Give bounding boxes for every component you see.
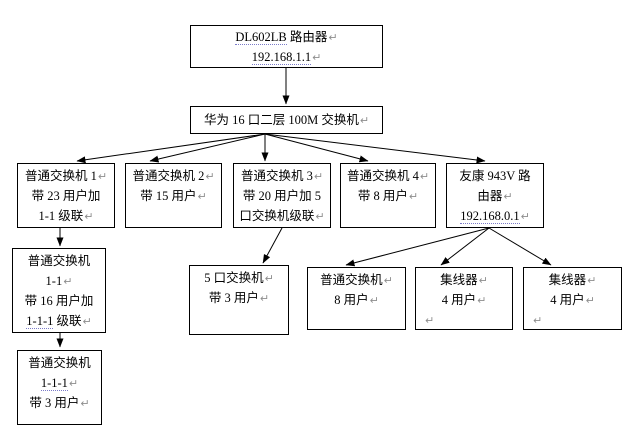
spellcheck-underlined-text: 1-1-1 [40, 376, 68, 391]
node-text-line: DL602LB 路由器↵ [235, 30, 338, 45]
line-break-mark-icon: ↵ [425, 314, 435, 327]
line-break-mark-icon: ↵ [478, 274, 488, 287]
edge-hw-switch-to-yk-router [264, 133, 486, 164]
line-break-mark-icon: ↵ [84, 210, 94, 223]
spellcheck-underlined-text: 192.168.0.1 [460, 209, 520, 224]
node-text-line: 由器↵ [477, 189, 513, 203]
line-break-mark-icon: ↵ [585, 294, 595, 307]
node-text-line: 192.168.0.1↵ [447, 206, 543, 226]
node-switch1: 普通交换机 1↵ 带 23 用户加 1-1 级联↵ [17, 163, 115, 228]
line-break-mark-icon: ↵ [520, 210, 530, 223]
node-text-line: 集线器↵ [548, 273, 597, 287]
line-break-mark-icon: ↵ [419, 170, 430, 183]
node-text-line: 普通交换机 2↵ [132, 169, 215, 183]
node-text-line: 带 16 用户加 [24, 294, 94, 308]
node-switch-8users: 普通交换机↵ 8 用户↵ [307, 267, 406, 330]
node-text-line: 1-1↵ [45, 274, 73, 288]
line-break-mark-icon: ↵ [205, 170, 215, 183]
line-break-mark-icon: ↵ [312, 51, 322, 64]
line-break-mark-icon: ↵ [369, 294, 379, 307]
line-break-mark-icon: ↵ [587, 274, 597, 287]
line-break-mark-icon: ↵ [197, 190, 207, 203]
line-break-mark-icon: ↵ [68, 377, 79, 390]
node-text-line: 普通交换机 [27, 254, 91, 268]
node-switch3: 普通交换机 3↵ 带 20 用户加 5 口交换机级联↵ [233, 163, 331, 228]
node-text-line: 普通交换机 4↵ [346, 169, 430, 183]
node-switch2: 普通交换机 2↵ 带 15 用户↵ [125, 163, 222, 228]
line-break-mark-icon: ↵ [313, 170, 324, 183]
node-text-line: 带 20 用户加 5 [242, 189, 322, 203]
node-switch1-1: 普通交换机 1-1↵ 带 16 用户加 1-1-1 级联↵ [12, 248, 106, 333]
node-text-line: 带 8 用户↵ [357, 189, 419, 203]
node-text-line: 口交换机级联↵ [239, 209, 325, 223]
line-break-mark-icon: ↵ [533, 314, 543, 327]
node-text-line: 1-1-1↵ [18, 373, 101, 393]
node-text-line: 1-1 级联↵ [38, 209, 94, 223]
line-break-mark-icon: ↵ [63, 275, 73, 288]
node-text-line: ↵ [416, 310, 512, 330]
node-text-line: 1-1-1 级联↵ [26, 314, 92, 329]
node-text-line: 普通交换机 3↵ [240, 169, 324, 183]
line-break-mark-icon: ↵ [82, 315, 92, 328]
node-text-line: 5 口交换机↵ [204, 271, 274, 285]
node-text-line: ↵ [524, 310, 621, 330]
line-break-mark-icon: ↵ [259, 292, 270, 305]
line-break-mark-icon: ↵ [328, 31, 338, 44]
node-text-line: 普通交换机 1↵ [24, 169, 108, 183]
line-break-mark-icon: ↵ [80, 397, 90, 410]
line-break-mark-icon: ↵ [359, 114, 370, 127]
edge-yk-router-to-hub1 [440, 227, 490, 266]
node-text-line: 带 23 用户加 [31, 189, 101, 203]
edge-yk-router-to-switch-8users [345, 227, 490, 267]
line-break-mark-icon: ↵ [477, 294, 487, 307]
edge-hw-switch-to-switch4 [264, 133, 369, 163]
edge-switch3-to-port5-switch [262, 227, 283, 264]
spellcheck-underlined-text: 1-1-1 [26, 314, 54, 329]
node-text-line: 带 3 用户↵ [29, 396, 90, 410]
node-text-line: 4 用户↵ [550, 293, 595, 307]
node-text-line: 带 15 用户↵ [140, 189, 207, 203]
line-break-mark-icon: ↵ [264, 272, 274, 285]
node-switch4: 普通交换机 4↵ 带 8 用户↵ [340, 163, 436, 228]
node-text-line: 4 用户↵ [441, 293, 487, 307]
node-text-line: 192.168.1.1↵ [191, 47, 382, 67]
line-break-mark-icon: ↵ [503, 190, 513, 203]
node-text-line: 华为 16 口二层 100M 交换机↵ [203, 113, 370, 127]
node-text-line: 8 用户↵ [334, 293, 379, 307]
node-hw-switch: 华为 16 口二层 100M 交换机↵ [190, 106, 383, 134]
node-port5-switch: 5 口交换机↵ 带 3 用户↵ [189, 265, 289, 335]
node-text-line: 集线器↵ [440, 273, 488, 287]
node-yk-router: 友康 943V 路由器↵192.168.0.1↵ [446, 163, 544, 228]
line-break-mark-icon: ↵ [315, 210, 325, 223]
node-router: DL602LB 路由器↵192.168.1.1↵ [190, 25, 383, 68]
node-text-line: 带 3 用户↵ [208, 291, 270, 305]
line-break-mark-icon: ↵ [97, 170, 108, 183]
line-break-mark-icon: ↵ [383, 274, 393, 287]
edge-hw-switch-to-switch2 [149, 133, 266, 163]
node-text-line: 普通交换机↵ [320, 273, 393, 287]
node-text-line: 友康 943V 路 [459, 169, 531, 183]
node-hub1: 集线器↵4 用户↵↵ [415, 267, 513, 330]
spellcheck-underlined-text: DL602LB [235, 30, 287, 45]
node-hub2: 集线器↵4 用户↵↵ [523, 267, 622, 330]
node-text-line: 普通交换机 [28, 356, 91, 370]
edge-yk-router-to-hub2 [488, 227, 552, 266]
edge-hw-switch-to-switch1 [76, 133, 266, 164]
spellcheck-underlined-text: 192.168.1.1 [251, 50, 312, 65]
line-break-mark-icon: ↵ [408, 190, 419, 203]
